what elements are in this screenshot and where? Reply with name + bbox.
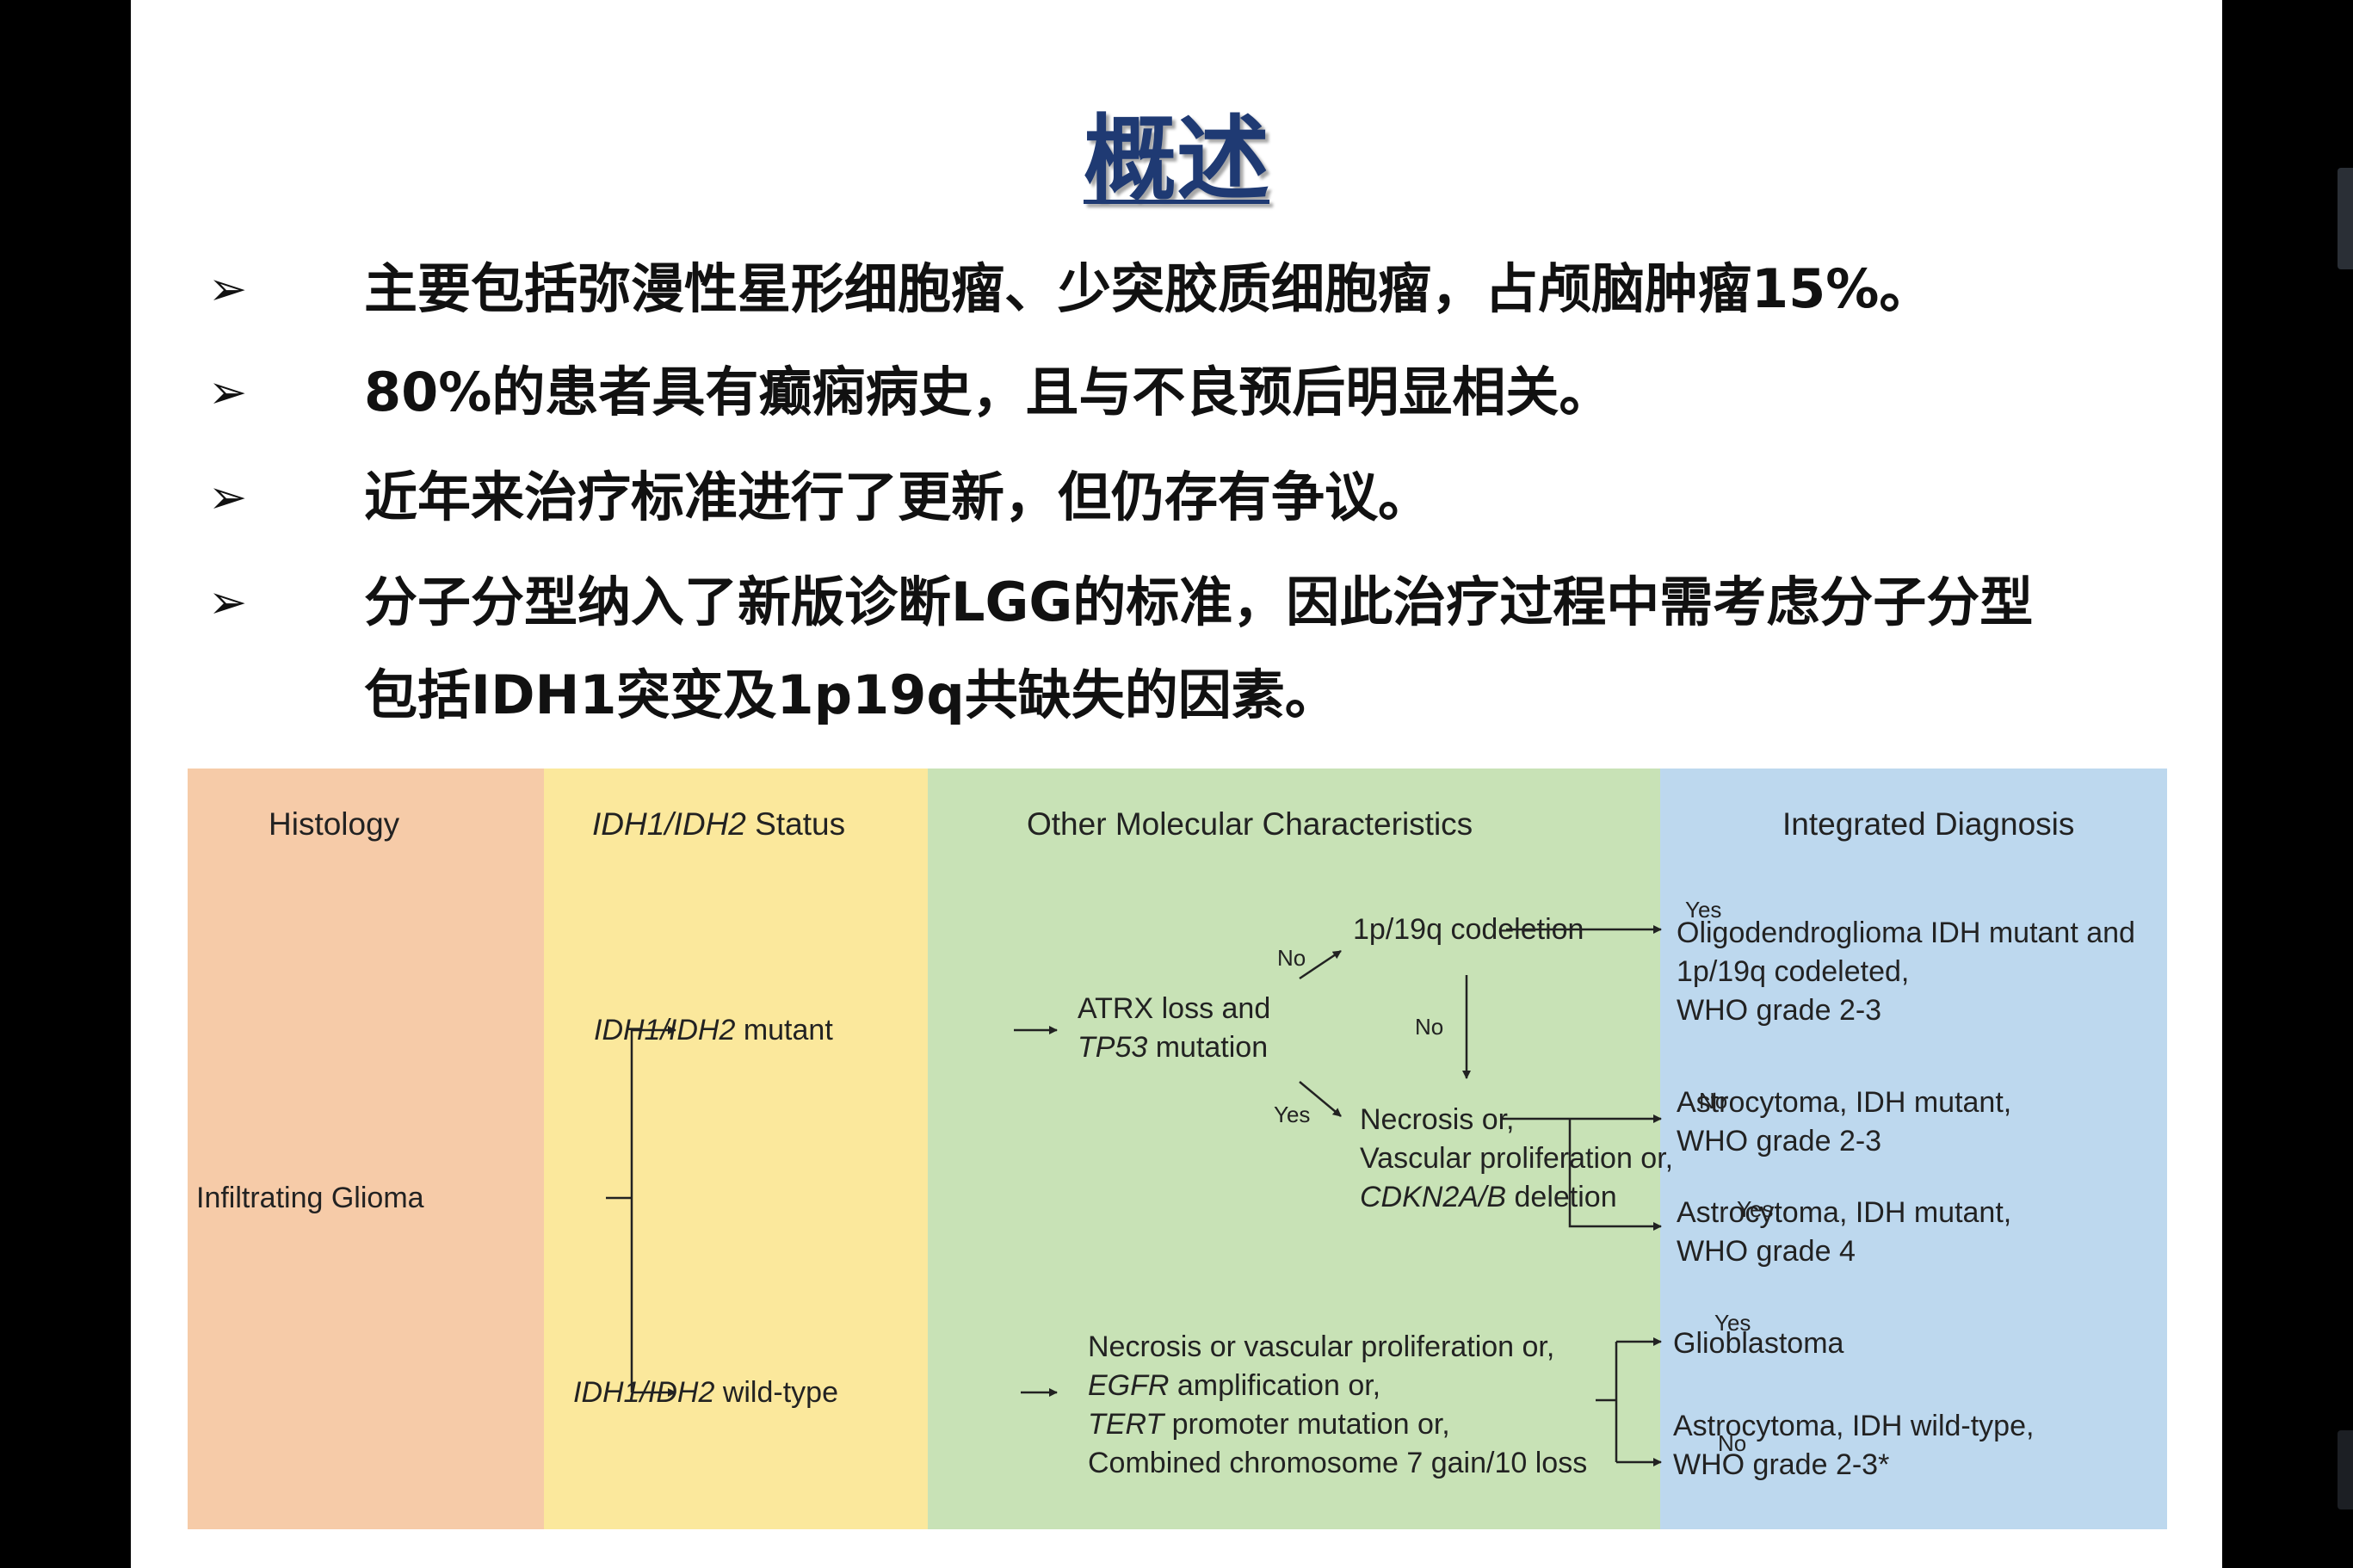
idh-status-header: IDH1/IDH2 Status (592, 806, 846, 842)
bullet-text: 主要包括弥漫性星形细胞瘤、少突胶质细胞瘤，占颅脑肿瘤15%。 (364, 257, 1933, 320)
histology-header: Histology (269, 806, 400, 842)
bullet-arrow-icon: ➢ (208, 575, 248, 629)
molecular-header: Other Molecular Characteristics (1027, 806, 1473, 842)
slide-title: 概述 (1083, 106, 1269, 213)
edge-label-yes: Yes (1274, 1102, 1311, 1127)
edge-label-no: No (1415, 1014, 1444, 1040)
diagnosis-oligodendroglioma: Oligodendroglioma IDH mutant and 1p/19q … (1677, 917, 2135, 1027)
diagnosis-astrocytoma-grade-2-3: Astrocytoma, IDH mutant, WHO grade 2-3 (1677, 1086, 2012, 1157)
diagram-connectors (606, 925, 1662, 1466)
edge-label-no: No (1699, 1088, 1728, 1114)
bullet-arrow-icon: ➢ (208, 470, 248, 524)
edge-label-yes: Yes (1685, 897, 1722, 923)
atrx-node: ATRX loss and TP53 mutation (1078, 992, 1271, 1064)
edge-label-no: No (1718, 1430, 1747, 1456)
edge-label-yes: Yes (1737, 1196, 1774, 1222)
scroll-handle[interactable] (2338, 1430, 2353, 1509)
histology-column (188, 769, 544, 1529)
codeletion-node: 1p/19q codeletion (1353, 913, 1584, 946)
scroll-handle[interactable] (2338, 168, 2353, 269)
edge-label-no: No (1277, 945, 1306, 971)
bullet-text: 近年来治疗标准进行了更新，但仍存有争议。 (364, 466, 1432, 528)
integrated-header: Integrated Diagnosis (1782, 806, 2075, 842)
diagnosis-astrocytoma-grade-4: Astrocytoma, IDH mutant, WHO grade 4 (1677, 1196, 2012, 1268)
idh-status-column (544, 769, 928, 1529)
edge-label-yes: Yes (1714, 1310, 1751, 1336)
molecular-column (928, 769, 1660, 1529)
idh-wildtype-node: IDH1/IDH2 wild-type (573, 1376, 838, 1409)
diagnosis-astrocytoma-wildtype: Astrocytoma, IDH wild-type, WHO grade 2-… (1673, 1410, 2035, 1481)
diagnosis-glioblastoma: Glioblastoma (1673, 1327, 1844, 1360)
bullet-text: 80%的患者具有癫痫病史，且与不良预后明显相关。 (364, 361, 1613, 423)
bullet-arrow-icon: ➢ (208, 262, 248, 316)
bullet-text: 分子分型纳入了新版诊断LGG的标准，因此治疗过程中需考虑分子分型 (364, 571, 2034, 633)
glioma-classification-diagram: Histology IDH1/IDH2 Status Other Molecul… (188, 769, 2167, 1529)
idh-mutant-node: IDH1/IDH2 mutant (594, 1014, 833, 1046)
infiltrating-glioma-node: Infiltrating Glioma (196, 1182, 424, 1214)
bullet-arrow-icon: ➢ (208, 365, 248, 419)
integrated-diagnosis-column (1660, 769, 2167, 1529)
wildtype-criteria-node: Necrosis or vascular proliferation or, E… (1088, 1330, 1588, 1479)
necrosis-node: Necrosis or, Vascular proliferation or, … (1360, 1103, 1674, 1213)
slide: 概述 ➢ 主要包括弥漫性星形细胞瘤、少突胶质细胞瘤，占颅脑肿瘤15%。 ➢ 80… (131, 0, 2222, 1568)
bullet-text-continued: 包括IDH1突变及1p19q共缺失的因素。 (364, 664, 1338, 726)
